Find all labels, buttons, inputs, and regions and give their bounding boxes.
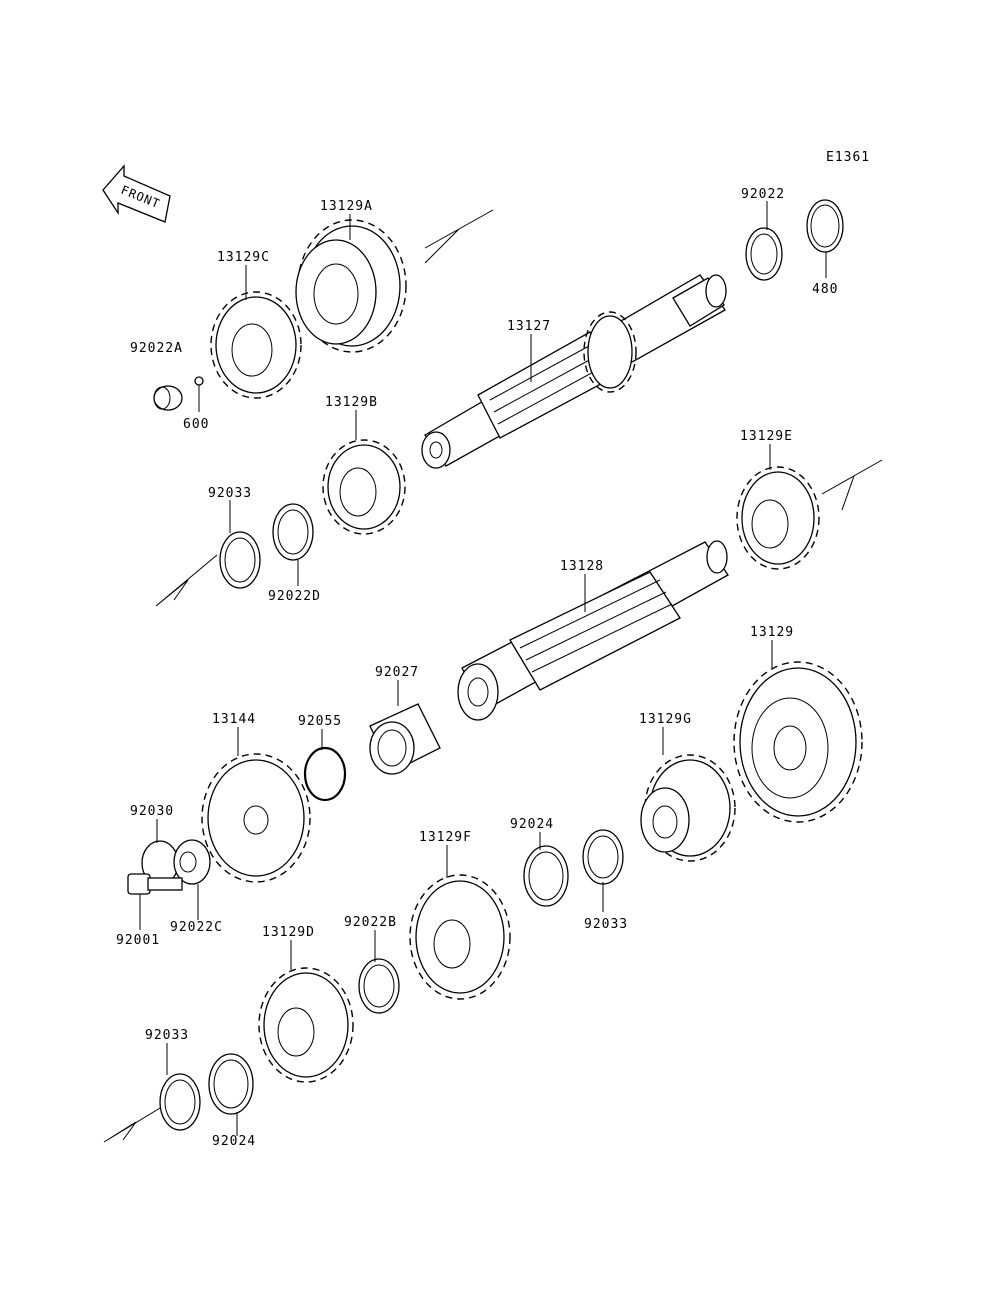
front-arrow-icon: FRONT (102, 164, 171, 223)
gear-13129G (640, 754, 736, 862)
label-92001: 92001 (116, 933, 160, 948)
ring-92024-b (208, 1053, 254, 1115)
label-92022-top: 92022 (741, 187, 785, 202)
gear-13129 (733, 661, 863, 823)
circlip-92033-a (219, 531, 261, 589)
label-13129C: 13129C (217, 250, 270, 265)
break-marks (103, 209, 883, 1143)
label-480: 480 (812, 282, 838, 297)
ring-92022-top (745, 227, 783, 281)
label-13129D: 13129D (262, 925, 315, 940)
circlip-92033-b (582, 829, 624, 885)
label-92022C: 92022C (170, 920, 223, 935)
label-92055: 92055 (298, 714, 342, 729)
shaft-13127 (421, 274, 727, 469)
label-92022B: 92022B (344, 915, 397, 930)
label-92022A: 92022A (130, 341, 183, 356)
label-13129F: 13129F (419, 830, 472, 845)
oring-92055 (303, 746, 347, 802)
label-92033-c: 92033 (145, 1028, 189, 1043)
diagram-code: E1361 (826, 150, 870, 165)
gear-13129C (210, 291, 302, 399)
ring-92022-top-inner (750, 233, 778, 275)
label-13129G: 13129G (639, 712, 692, 727)
label-13129A: 13129A (320, 199, 373, 214)
circlip-92033-c (159, 1073, 201, 1131)
label-600: 600 (183, 417, 209, 432)
label-92022D: 92022D (268, 589, 321, 604)
shaft-13128 (457, 540, 729, 721)
bushing-92022A (153, 385, 183, 411)
ring-92022B (358, 958, 400, 1014)
collar-92027 (369, 703, 441, 775)
label-13128: 13128 (560, 559, 604, 574)
leader-lines (139, 201, 827, 1136)
label-13129E: 13129E (740, 429, 793, 444)
gear-13129D (258, 967, 354, 1083)
bolt-92001 (127, 873, 183, 895)
washer-92022C (173, 839, 211, 885)
label-13127: 13127 (507, 319, 551, 334)
label-13144: 13144 (212, 712, 256, 727)
ring-92022D (272, 503, 314, 561)
label-92024-b: 92024 (212, 1134, 256, 1149)
label-92033-b: 92033 (584, 917, 628, 932)
circlip-480 (806, 199, 844, 253)
gear-13129E (736, 466, 820, 570)
ring-92024-a (523, 845, 569, 907)
label-92033-a: 92033 (208, 486, 252, 501)
label-13129: 13129 (750, 625, 794, 640)
ball-600 (194, 376, 204, 386)
sprocket-13144 (201, 753, 311, 883)
label-92030: 92030 (130, 804, 174, 819)
label-92024-a: 92024 (510, 817, 554, 832)
gear-13129F (409, 874, 511, 1000)
label-13129B: 13129B (325, 395, 378, 410)
label-92027: 92027 (375, 665, 419, 680)
part-labels: 13129A 13129C 92022A 600 13127 92022 480… (116, 187, 838, 1149)
gear-13129A (295, 219, 407, 353)
gear-13129B (322, 439, 406, 535)
